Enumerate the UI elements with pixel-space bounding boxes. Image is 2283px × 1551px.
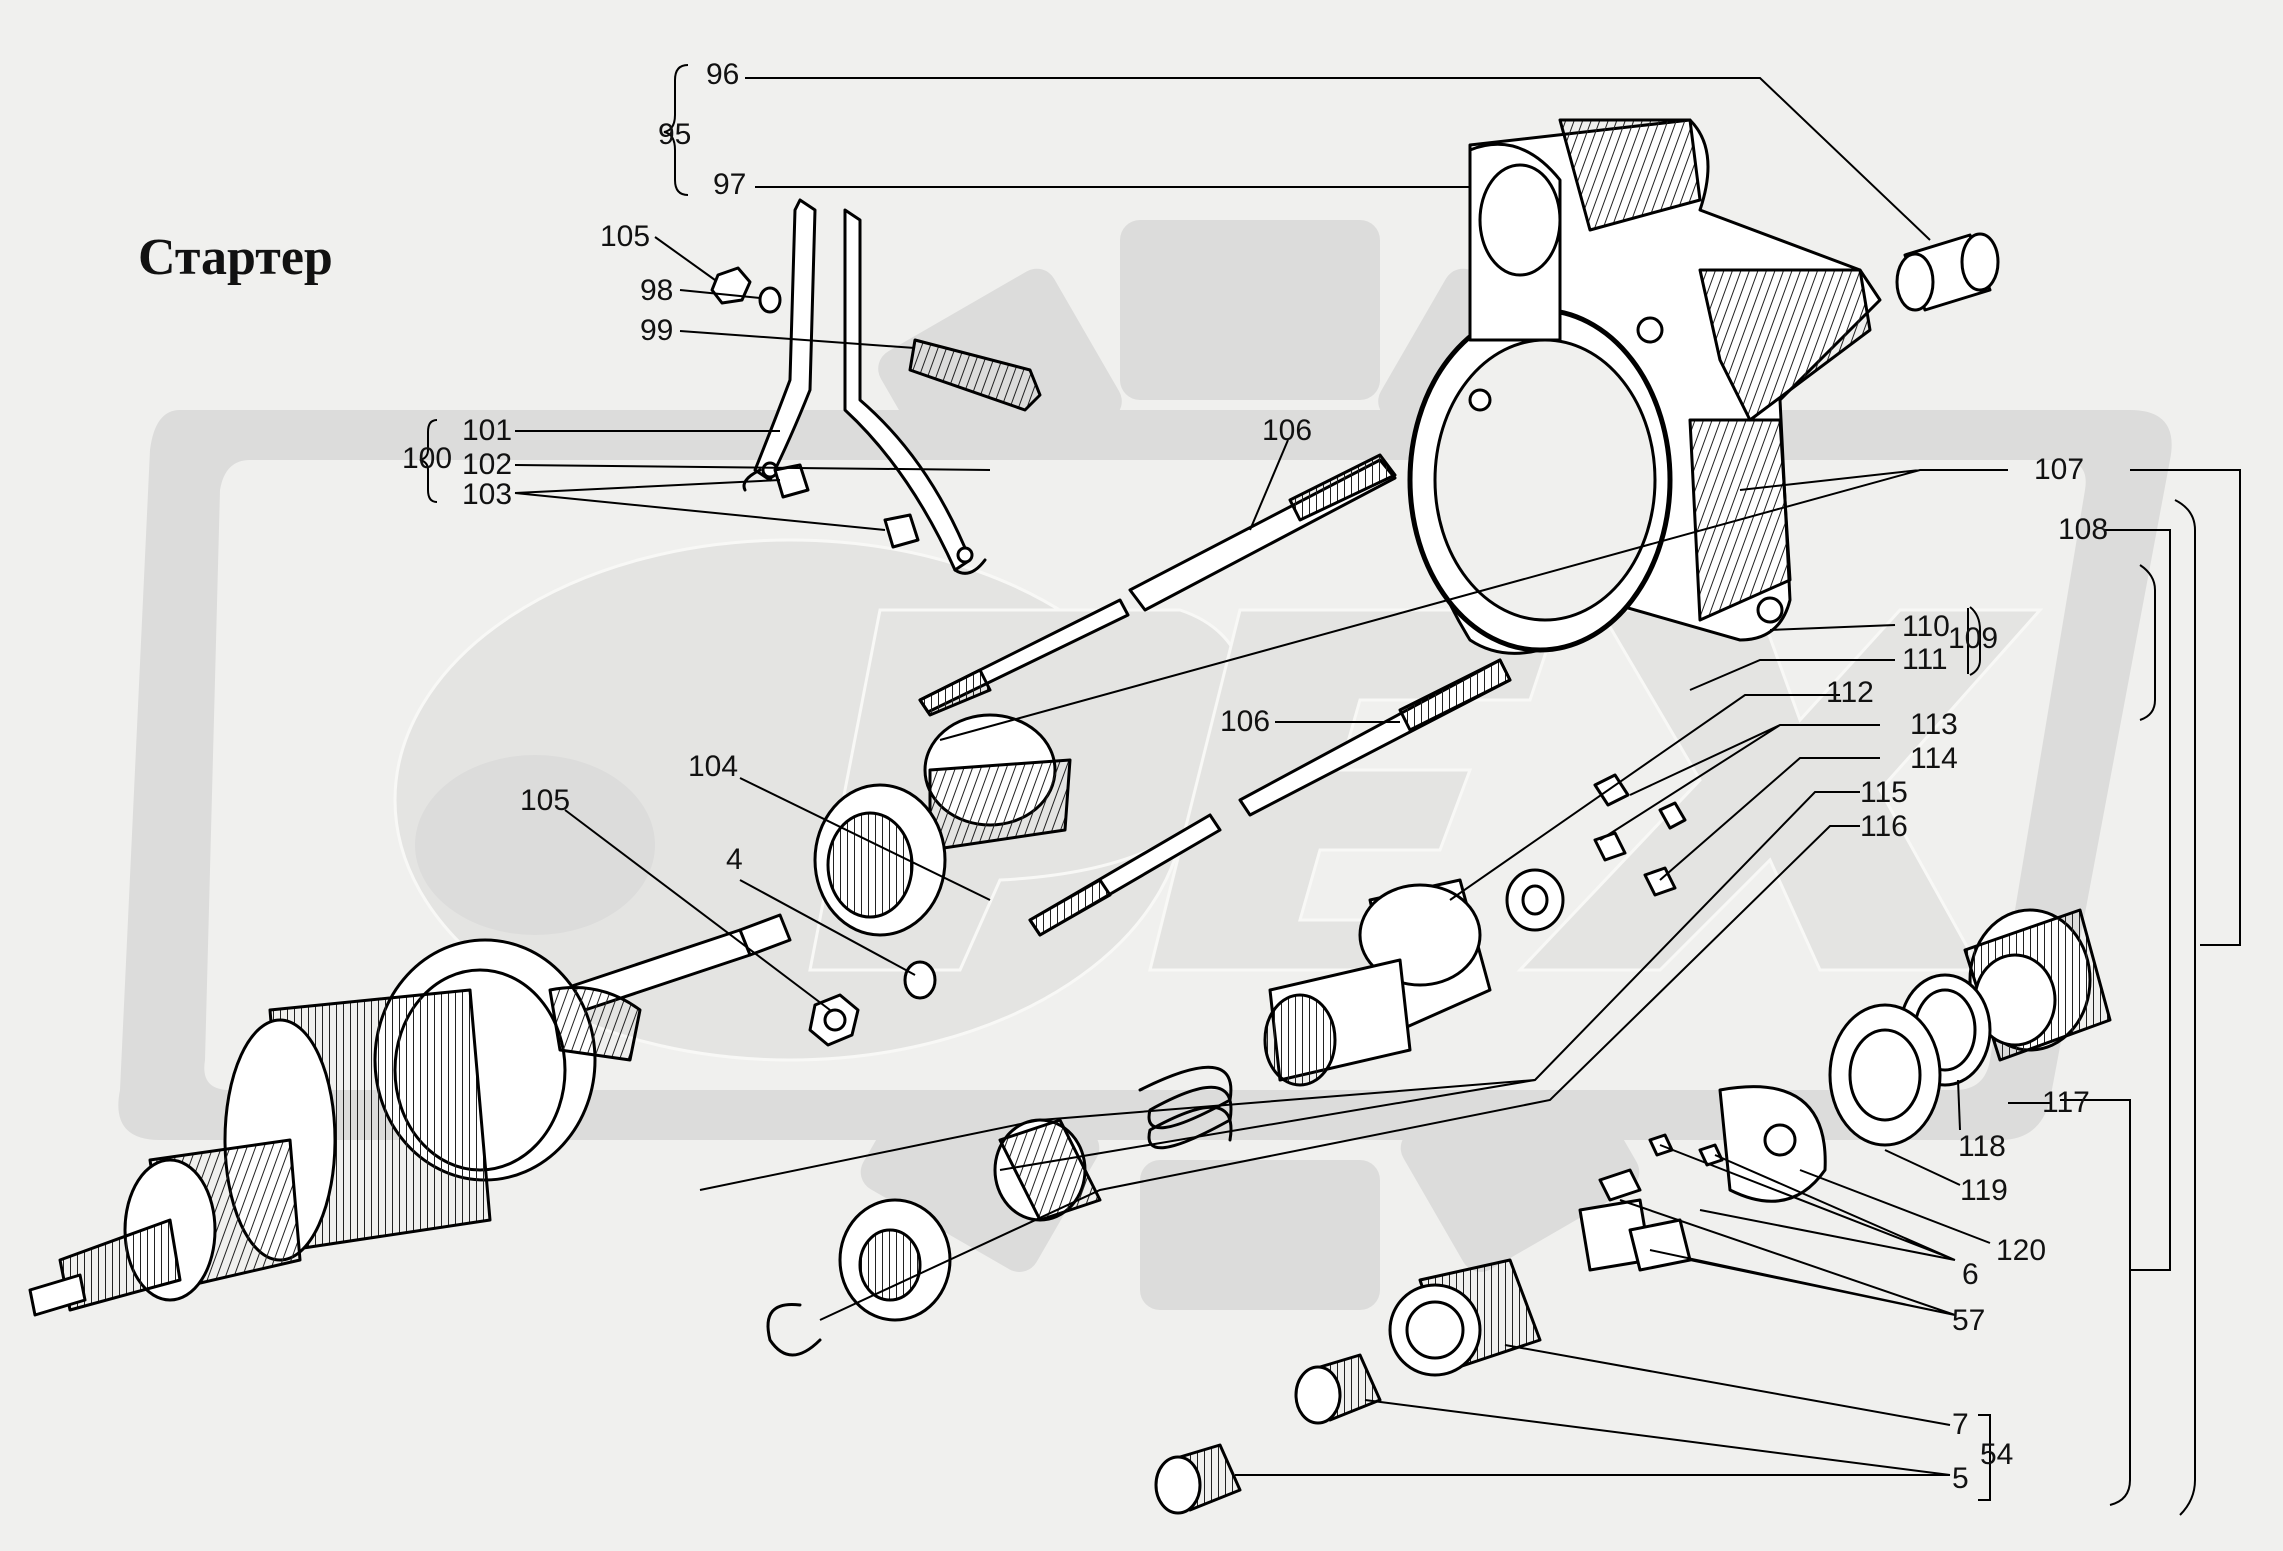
armature [28,913,792,1317]
diagram-title: Стартер [138,229,333,286]
callout-101: 101 [462,414,513,447]
pinion-7 [1388,1258,1542,1377]
spring [1138,1065,1233,1150]
callout-114: 114 [1910,742,1958,775]
callout-54: 54 [1980,1438,2014,1471]
callout-98: 98 [640,274,674,307]
callout-5: 5 [1952,1462,1969,1495]
callout-111: 111 [1902,643,1948,676]
callout-106-top: 106 [1262,414,1313,447]
callout-97: 97 [713,168,747,201]
callout-117: 117 [2042,1086,2090,1119]
callout-116: 116 [1860,810,1908,843]
bushing-5-lower [1154,1443,1242,1515]
callout-110: 110 [1902,610,1950,643]
ring-119 [1828,1003,1942,1147]
callout-106-mid: 106 [1220,705,1271,738]
callout-112: 112 [1826,676,1874,709]
plate-120 [1718,1085,1827,1203]
callout-99: 99 [640,314,674,347]
thrust-washer [838,1198,952,1322]
callout-6: 6 [1962,1258,1979,1291]
small-parts-110-116 [1505,773,1687,932]
callout-108: 108 [2058,513,2109,546]
bushings-102-103 [773,463,920,549]
callout-120: 120 [1996,1234,2047,1267]
collar [993,1118,1102,1222]
callout-118: 118 [1958,1130,2006,1163]
callout-119: 119 [1960,1174,2008,1207]
callout-57: 57 [1952,1304,1986,1337]
callout-102: 102 [462,448,513,481]
nut-105-lower [808,960,937,1047]
callout-103: 103 [462,478,513,511]
bushing-96 [1895,232,2000,312]
callout-100: 100 [402,442,453,475]
callout-96: 96 [706,58,740,91]
callout-109: 109 [1948,622,1999,655]
callout-105-top: 105 [600,220,651,253]
callout-104: 104 [688,750,739,783]
snap-ring [766,1302,822,1357]
callout-105-lower: 105 [520,784,571,817]
callout-115: 115 [1860,776,1908,809]
drive-pinion-assembly [1263,878,1492,1087]
callout-113: 113 [1910,708,1958,741]
callout-7: 7 [1952,1408,1969,1441]
leader-lines [419,64,2241,1516]
bushing-5-upper [1294,1353,1382,1425]
rollers-6-57 [1578,1133,1724,1272]
through-bolt-mid [1028,658,1512,937]
callout-95: 95 [658,118,692,151]
shift-lever [742,198,987,575]
brush-holder-104 [813,713,1072,937]
callout-4: 4 [726,843,743,876]
through-bolt-top [918,453,1397,717]
callout-107: 107 [2034,453,2085,486]
drive-housing [1407,118,1882,655]
